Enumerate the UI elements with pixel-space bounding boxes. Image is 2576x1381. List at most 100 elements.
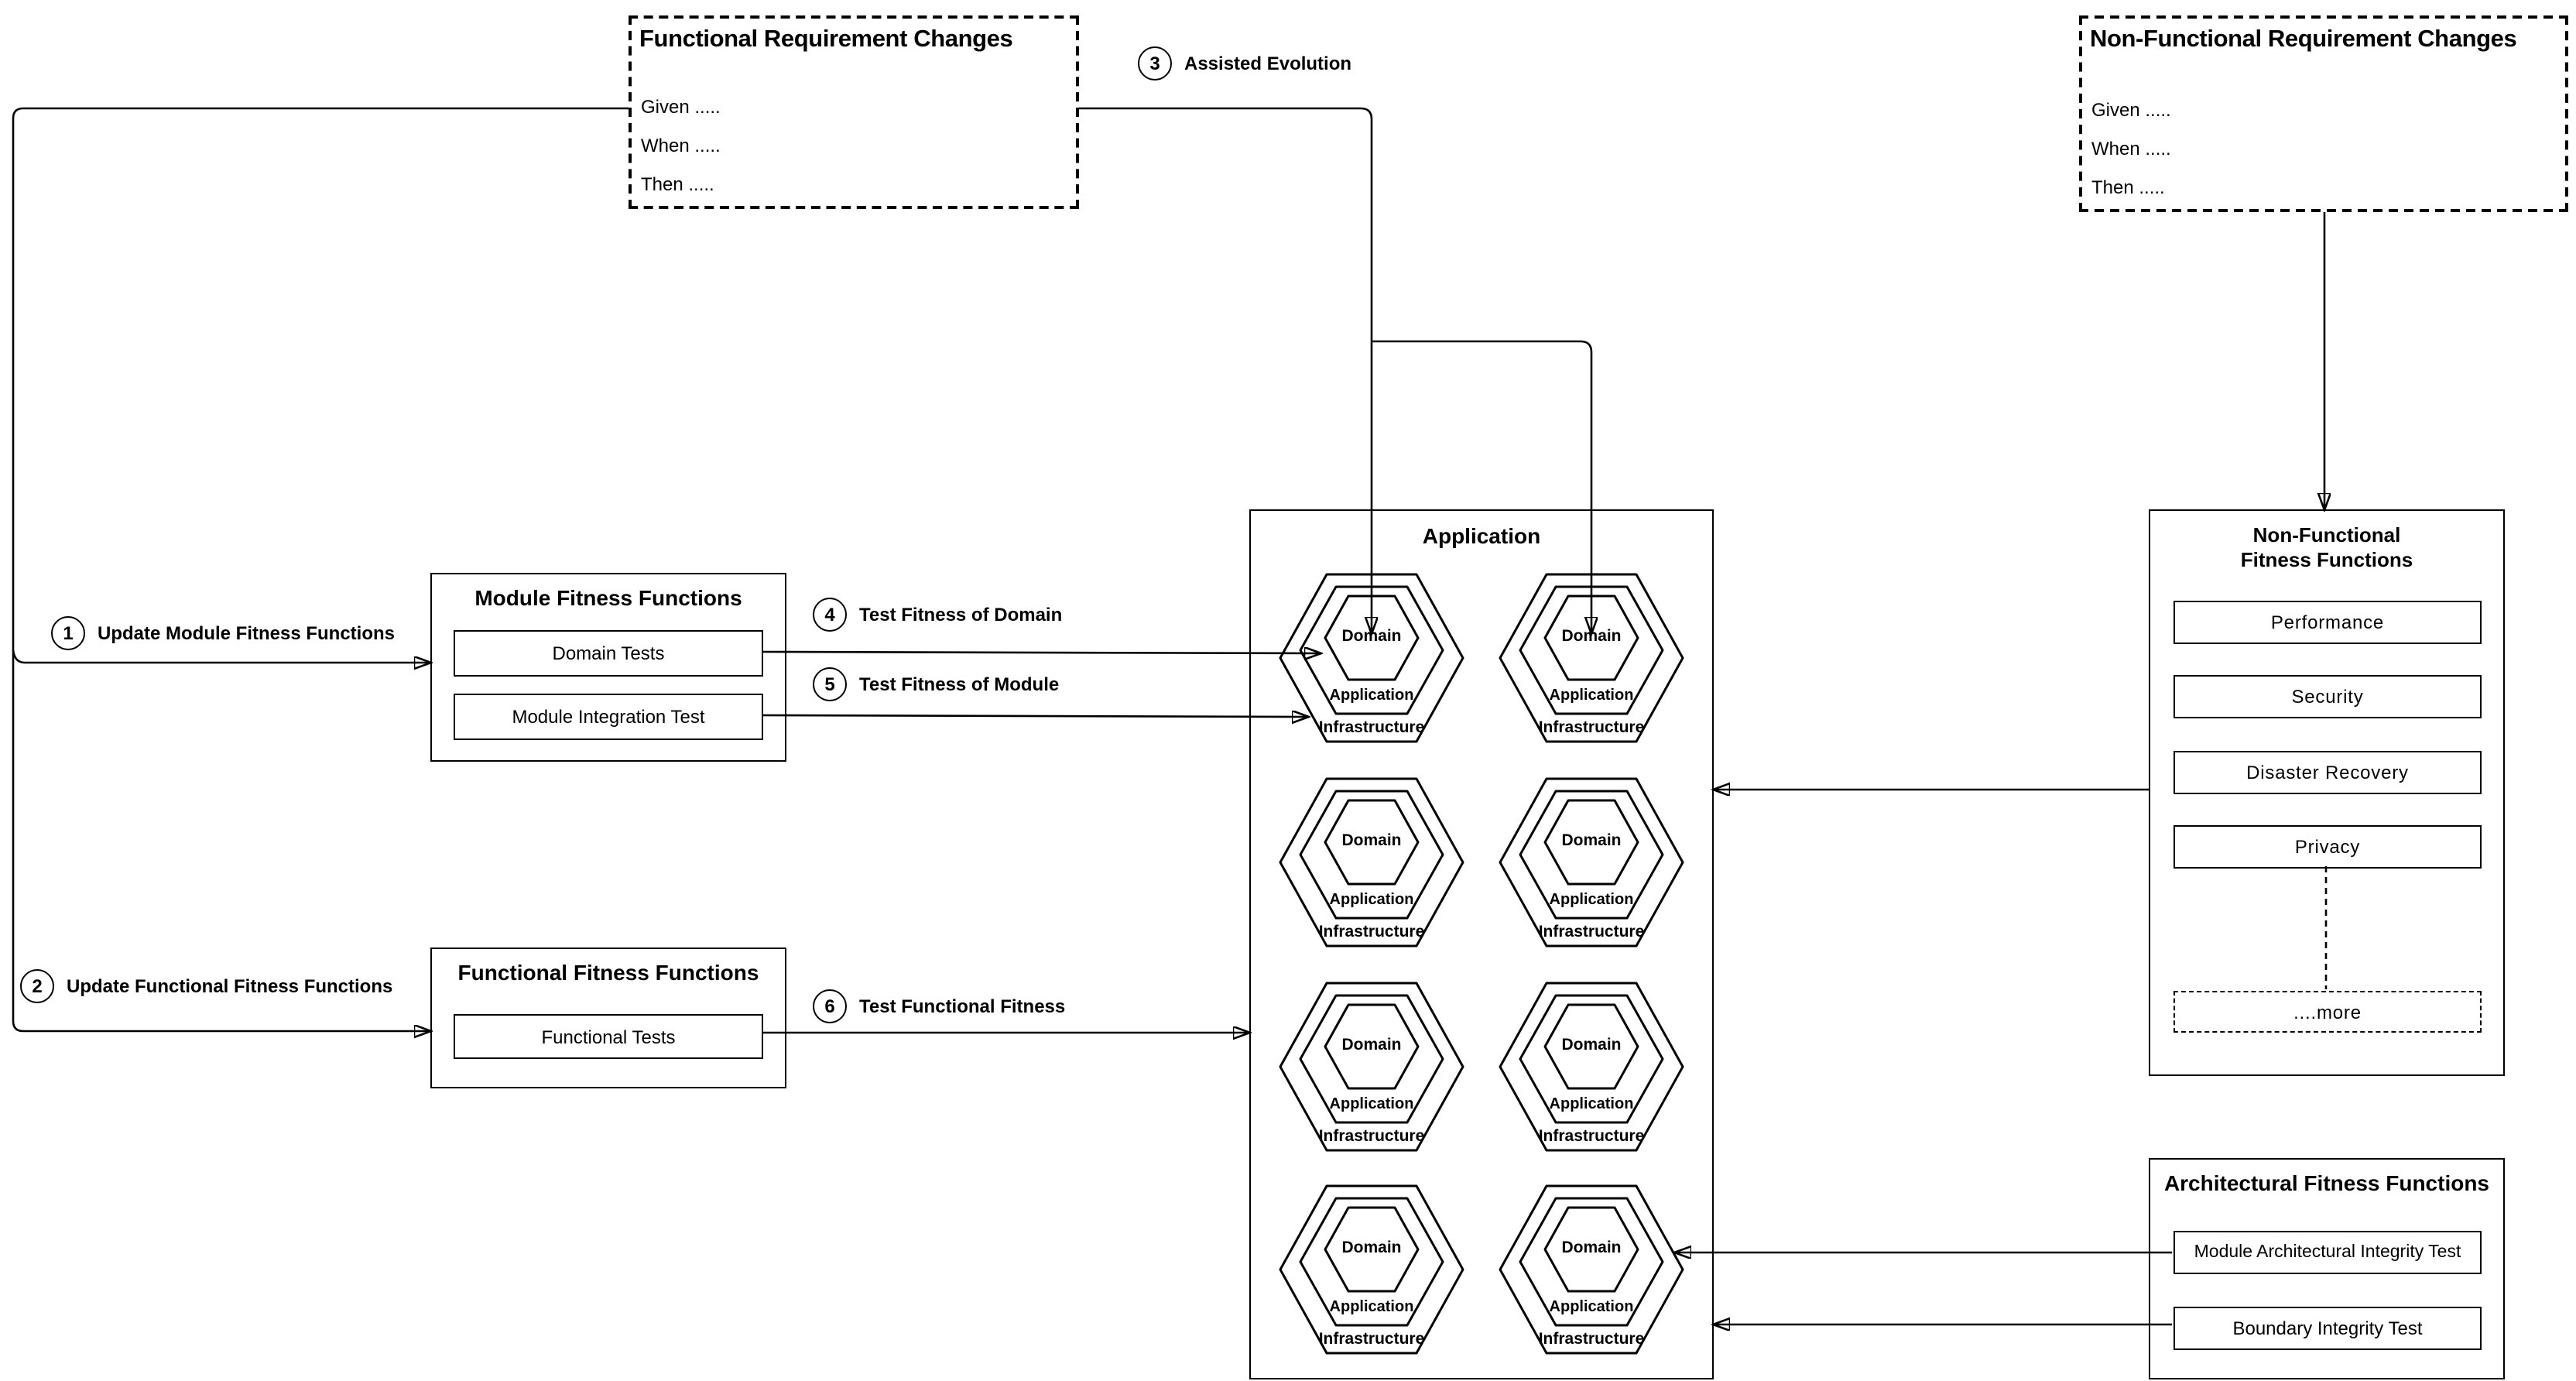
hexagon-domain-label: Domain: [1341, 831, 1402, 850]
step-test-fitness-of-domain: 4 Test Fitness of Domain: [813, 598, 1062, 632]
step-3-circle: 3: [1138, 46, 1172, 81]
hexagon-outer-ring: [1499, 1184, 1684, 1355]
boundary-integrity-test-label: Boundary Integrity Test: [2232, 1318, 2423, 1339]
hexagon-application-label: Application: [1329, 1299, 1414, 1316]
hexagon-outer-ring: [1279, 777, 1464, 948]
nfff-title: Non-Functional Fitness Functions: [2150, 511, 2503, 573]
hexagon-application-label: Application: [1549, 1096, 1634, 1113]
hexagon-application-label: Application: [1329, 687, 1414, 704]
step-test-functional-fitness: 6 Test Functional Fitness: [813, 989, 1065, 1023]
module-architectural-integrity-test-box: Module Architectural Integrity Test: [2174, 1231, 2482, 1274]
hexagon-middle-ring: [1519, 790, 1664, 920]
hexagon-infrastructure-label: Infrastructure: [1538, 1330, 1645, 1348]
more-label: ....more: [2293, 1001, 2362, 1023]
hexagon-infrastructure-label: Infrastructure: [1318, 923, 1425, 941]
hexagon-domain-label: Domain: [1341, 1239, 1402, 1257]
connector-test-fitness-of-module: [761, 715, 1308, 717]
step-test-fitness-of-module: 5 Test Fitness of Module: [813, 667, 1059, 701]
connector-frc-to-module-ff: [12, 649, 430, 663]
hexagon-infrastructure-label: Infrastructure: [1538, 718, 1645, 737]
nfff-title-line1: Non-Functional: [2252, 523, 2401, 547]
hexagon-rings: [1499, 982, 1684, 1152]
more-box: ....more: [2174, 991, 2482, 1033]
hexagon-application-label: Application: [1329, 892, 1414, 909]
hexagon-outer-ring: [1279, 573, 1464, 743]
privacy-box: Privacy: [2174, 825, 2482, 869]
nfrc-given-line: Given .....: [2091, 99, 2171, 121]
architectural-fitness-functions-title: Architectural Fitness Functions: [2163, 1170, 2490, 1195]
non-functional-requirement-changes-box: Non-Functional Requirement Changes Given…: [2079, 15, 2568, 212]
step-2-label: Update Functional Fitness Functions: [67, 975, 393, 997]
step-5-label: Test Fitness of Module: [859, 673, 1060, 695]
hexagon-rings: [1499, 1184, 1684, 1355]
security-box: Security: [2174, 675, 2482, 718]
hexagon-application-label: Application: [1549, 892, 1634, 909]
functional-tests-label: Functional Tests: [541, 1026, 676, 1047]
performance-label: Performance: [2270, 612, 2385, 633]
frc-then-line: Then .....: [641, 173, 714, 195]
step-4-label: Test Fitness of Domain: [859, 604, 1063, 625]
frc-given-line: Given .....: [641, 96, 721, 118]
step-update-module-fitness-functions: 1 Update Module Fitness Functions: [51, 616, 395, 650]
hexagon-middle-ring: [1519, 994, 1664, 1124]
step-6-label: Test Functional Fitness: [859, 995, 1066, 1017]
application-title: Application: [1422, 523, 1541, 548]
hexagon-middle-ring: [1299, 790, 1444, 920]
nfff-title-line2: Fitness Functions: [2240, 548, 2413, 571]
hexagon-inner-ring: [1324, 1206, 1420, 1293]
hexagon-infrastructure-label: Infrastructure: [1318, 1127, 1425, 1146]
hexagon-infrastructure-label: Infrastructure: [1318, 718, 1425, 737]
hexagon-rings: [1279, 1184, 1464, 1355]
nfrc-when-line: When .....: [2091, 138, 2171, 159]
functional-requirement-changes-box: Functional Requirement Changes Given ...…: [629, 15, 1079, 209]
step-assisted-evolution: 3 Assisted Evolution: [1138, 46, 1351, 81]
hexagon-outer-ring: [1499, 573, 1684, 743]
hexagon-infrastructure-label: Infrastructure: [1538, 923, 1645, 941]
performance-box: Performance: [2174, 601, 2482, 644]
module-architectural-integrity-test-label: Module Architectural Integrity Test: [2194, 1243, 2461, 1262]
hexagon-domain-label: Domain: [1561, 1239, 1622, 1257]
hexagon-inner-ring: [1543, 1206, 1639, 1293]
module-fitness-functions-title: Module Fitness Functions: [474, 585, 742, 610]
functional-fitness-functions-title: Functional Fitness Functions: [457, 960, 759, 985]
hexagon-inner-ring: [1324, 1003, 1420, 1090]
module-integration-test-label: Module Integration Test: [512, 706, 705, 728]
functional-requirement-changes-title: Functional Requirement Changes: [639, 26, 1013, 53]
non-functional-requirement-changes-title: Non-Functional Requirement Changes: [2090, 26, 2517, 53]
hexagon-middle-ring: [1519, 1197, 1664, 1327]
step-5-circle: 5: [813, 667, 847, 701]
step-3-label: Assisted Evolution: [1184, 53, 1352, 74]
domain-tests-box: Domain Tests: [454, 630, 763, 677]
hexagon-outer-ring: [1279, 1184, 1464, 1355]
module-integration-test-box: Module Integration Test: [454, 694, 763, 740]
step-1-circle: 1: [51, 616, 85, 650]
hexagon-outer-ring: [1499, 982, 1684, 1152]
hexagon-rings: [1279, 777, 1464, 948]
hexagon-application-label: Application: [1329, 1096, 1414, 1113]
hexagon-inner-ring: [1324, 799, 1420, 886]
hexagon-middle-ring: [1299, 994, 1444, 1124]
hexagon-domain-label: Domain: [1341, 1036, 1402, 1054]
connector-test-fitness-of-domain: [761, 652, 1321, 653]
frc-when-line: When .....: [641, 135, 721, 156]
hexagon-middle-ring: [1299, 1197, 1444, 1327]
hexagon-inner-ring: [1543, 799, 1639, 886]
hexagon-outer-ring: [1279, 982, 1464, 1152]
nfrc-then-line: Then .....: [2091, 176, 2165, 198]
disaster-recovery-label: Disaster Recovery: [2246, 762, 2409, 783]
functional-tests-box: Functional Tests: [454, 1014, 763, 1059]
step-1-label: Update Module Fitness Functions: [98, 622, 396, 644]
hexagon-domain-label: Domain: [1561, 831, 1622, 850]
hexagon-application-label: Application: [1549, 687, 1634, 704]
hexagon-domain-label: Domain: [1341, 627, 1402, 646]
hexagon-rings: [1499, 777, 1684, 948]
